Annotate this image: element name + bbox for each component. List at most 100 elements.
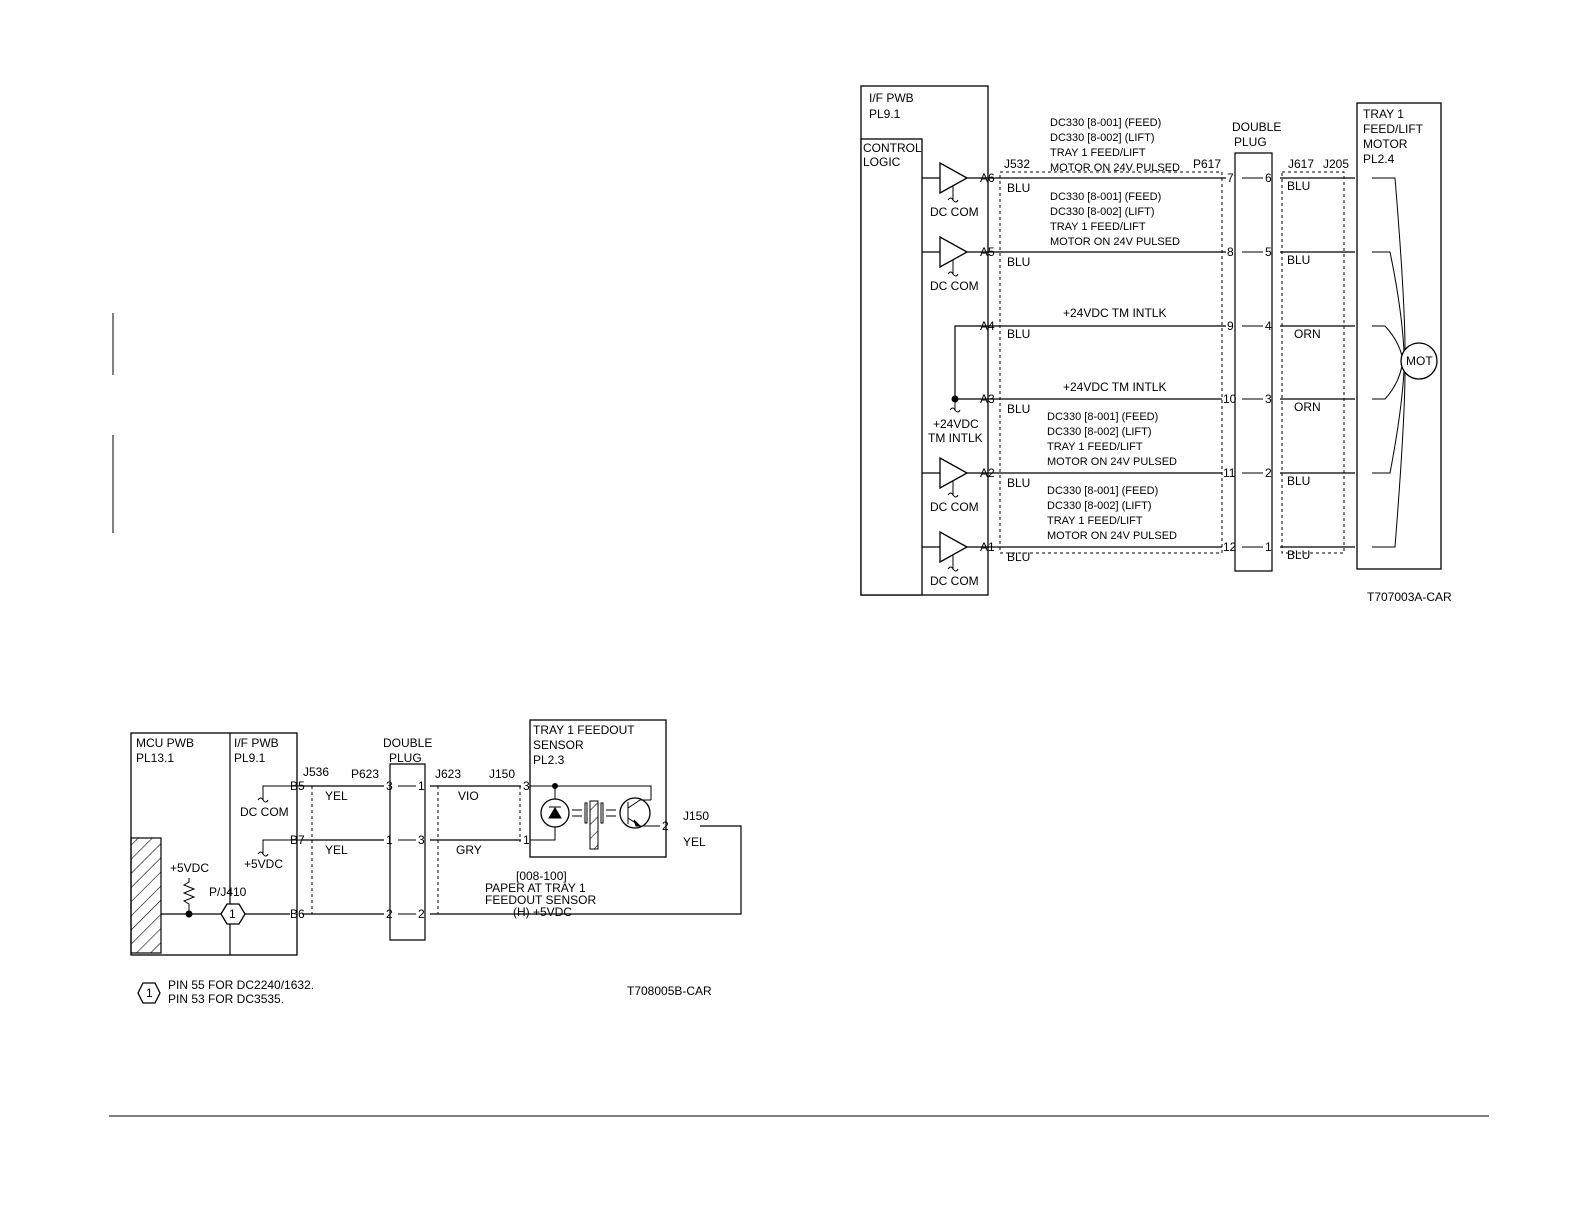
mcu-title-1: MCU PWB bbox=[136, 736, 194, 750]
svg-text:4: 4 bbox=[1265, 319, 1272, 333]
pin-a6: A6 bbox=[980, 171, 995, 185]
motor-box-2: FEED/LIFT bbox=[1363, 122, 1424, 136]
mcu-hatched-chip bbox=[130, 837, 162, 954]
motor-symbol bbox=[1400, 342, 1438, 380]
dp-label-1: DOUBLE bbox=[383, 736, 432, 750]
dc-com-ground bbox=[257, 785, 302, 803]
control-logic-1: CONTROL bbox=[863, 141, 922, 155]
wire-b7: 1 3 1 YEL GRY bbox=[302, 833, 530, 857]
pin-a4: A4 bbox=[980, 319, 995, 333]
svg-text:BLU: BLU bbox=[1007, 476, 1030, 490]
svg-text:BLU: BLU bbox=[1007, 327, 1030, 341]
svg-text:1: 1 bbox=[523, 833, 530, 847]
status-4: (H) +5VDC bbox=[513, 905, 572, 919]
note-hex-num: 1 bbox=[146, 986, 153, 1000]
yel-right: YEL bbox=[683, 835, 706, 849]
wire-b5: 3 1 3 YEL VIO bbox=[302, 779, 530, 803]
ifpwb-title-2: PL9.1 bbox=[234, 751, 266, 765]
svg-text:DC330 [8-002] (LIFT): DC330 [8-002] (LIFT) bbox=[1050, 132, 1155, 144]
motor-box-4: PL2.4 bbox=[1363, 152, 1395, 166]
wire-row-3: 9 4 BLU ORN 3 bbox=[988, 319, 1366, 341]
svg-text:DC330 [8-001] (FEED): DC330 [8-001] (FEED) bbox=[1050, 191, 1161, 203]
svg-text:BLU: BLU bbox=[1287, 253, 1310, 267]
j205-label: J205 bbox=[1323, 157, 1349, 171]
svg-text:GRY: GRY bbox=[456, 843, 482, 857]
svg-text:1: 1 bbox=[1265, 540, 1272, 554]
svg-text:DC COM: DC COM bbox=[930, 205, 979, 219]
svg-text:BLU: BLU bbox=[1007, 402, 1030, 416]
svg-text:BLU: BLU bbox=[1287, 474, 1310, 488]
svg-text:TRAY 1 FEED/LIFT: TRAY 1 FEED/LIFT bbox=[1050, 221, 1146, 233]
svg-text:DC COM: DC COM bbox=[930, 279, 979, 293]
junction-dot bbox=[185, 910, 193, 918]
svg-text:2: 2 bbox=[418, 907, 425, 921]
motor-symbol-label: MOT bbox=[1406, 354, 1433, 368]
svg-text:DC COM: DC COM bbox=[930, 500, 979, 514]
signal-desc-a6: DC330 [8-001] (FEED) DC330 [8-002] (LIFT… bbox=[1050, 117, 1180, 174]
driver-a1: DC COM bbox=[922, 530, 988, 588]
j532-label: J532 bbox=[1004, 157, 1030, 171]
svg-text:DC330 [8-002] (LIFT): DC330 [8-002] (LIFT) bbox=[1047, 426, 1152, 438]
svg-text:3: 3 bbox=[1265, 392, 1272, 406]
svg-text:9: 9 bbox=[1227, 319, 1234, 333]
status-1: [008-100] bbox=[516, 869, 567, 883]
status-2: PAPER AT TRAY 1 bbox=[485, 881, 586, 895]
svg-text:MOTOR ON 24V PULSED: MOTOR ON 24V PULSED bbox=[1047, 530, 1177, 542]
if-pwb-title-2: PL9.1 bbox=[869, 107, 901, 121]
svg-text:DC330 [8-002] (LIFT): DC330 [8-002] (LIFT) bbox=[1050, 206, 1155, 218]
pj410-num: 1 bbox=[229, 907, 236, 921]
signal-desc-a2: DC330 [8-001] (FEED) DC330 [8-002] (LIFT… bbox=[1047, 411, 1177, 468]
dp-bracket bbox=[389, 763, 426, 941]
svg-text:BLU: BLU bbox=[1287, 179, 1310, 193]
j150-label: J150 bbox=[489, 767, 515, 781]
svg-text:12: 12 bbox=[1223, 540, 1237, 554]
dc-com-label: DC COM bbox=[240, 805, 289, 819]
svg-text:DC330 [8-001] (FEED): DC330 [8-001] (FEED) bbox=[1047, 485, 1158, 497]
note-1: PIN 55 FOR DC2240/1632. bbox=[168, 978, 314, 992]
motor-box-1: TRAY 1 bbox=[1363, 107, 1404, 121]
wire-row-4: 10 3 BLU ORN 4 bbox=[988, 392, 1366, 416]
feedout-sensor-diagram: MCU PWB PL13.1 I/F PWB PL9.1 +5VDC P/J41… bbox=[130, 719, 742, 1006]
j532-harness-dash bbox=[999, 171, 1223, 554]
wire-row-1: 7 6 BLU BLU 1 bbox=[988, 171, 1366, 195]
j617-label: J617 bbox=[1288, 157, 1314, 171]
svg-text:BLU: BLU bbox=[1287, 548, 1310, 562]
wire-b6: 2 2 bbox=[302, 825, 742, 921]
status-3: FEEDOUT SENSOR bbox=[485, 893, 596, 907]
double-plug-bracket bbox=[1234, 152, 1273, 572]
p617-label: P617 bbox=[1193, 157, 1221, 171]
pin-a1: A1 bbox=[980, 540, 995, 554]
intlk-bridge: +24VDC TM INTLK bbox=[928, 325, 988, 445]
wire-row-5: 11 2 BLU BLU 5 bbox=[988, 466, 1366, 490]
svg-text:DC330 [8-001] (FEED): DC330 [8-001] (FEED) bbox=[1050, 117, 1161, 129]
svg-text:3: 3 bbox=[418, 833, 425, 847]
feed-lift-motor-diagram: I/F PWB PL9.1 CONTROL LOGIC J532 P617 DO… bbox=[860, 85, 1452, 604]
j623-label: J623 bbox=[435, 767, 461, 781]
svg-text:11: 11 bbox=[1223, 466, 1236, 480]
b7-label: B7 bbox=[290, 833, 305, 847]
control-logic-2: LOGIC bbox=[863, 155, 901, 169]
svg-text:3: 3 bbox=[523, 779, 530, 793]
svg-text:1: 1 bbox=[418, 779, 425, 793]
if-pwb-title-1: I/F PWB bbox=[869, 91, 914, 105]
j150b-label: J150 bbox=[683, 809, 709, 823]
svg-text:DC COM: DC COM bbox=[930, 574, 979, 588]
svg-text:DC330 [8-002] (LIFT): DC330 [8-002] (LIFT) bbox=[1047, 500, 1152, 512]
p623-label: P623 bbox=[351, 767, 379, 781]
motor-lines bbox=[1372, 177, 1406, 548]
actuator-flag bbox=[589, 800, 599, 850]
driver-a6: DC COM bbox=[922, 161, 988, 219]
signal-desc-a1: DC330 [8-001] (FEED) DC330 [8-002] (LIFT… bbox=[1047, 485, 1177, 542]
b5-label: B5 bbox=[290, 779, 305, 793]
j617-harness-dash bbox=[1281, 171, 1345, 554]
svg-text:5: 5 bbox=[1265, 245, 1272, 259]
pin-a2: A2 bbox=[980, 466, 995, 480]
b6-label: B6 bbox=[290, 907, 305, 921]
sensor-box-3: PL2.3 bbox=[533, 753, 565, 767]
driver-a5: DC COM bbox=[922, 235, 988, 293]
svg-text:BLU: BLU bbox=[1007, 550, 1030, 564]
mcu-title-2: PL13.1 bbox=[136, 751, 174, 765]
svg-text:TRAY 1 FEED/LIFT: TRAY 1 FEED/LIFT bbox=[1047, 441, 1143, 453]
svg-text:MOTOR ON 24V PULSED: MOTOR ON 24V PULSED bbox=[1050, 162, 1180, 174]
